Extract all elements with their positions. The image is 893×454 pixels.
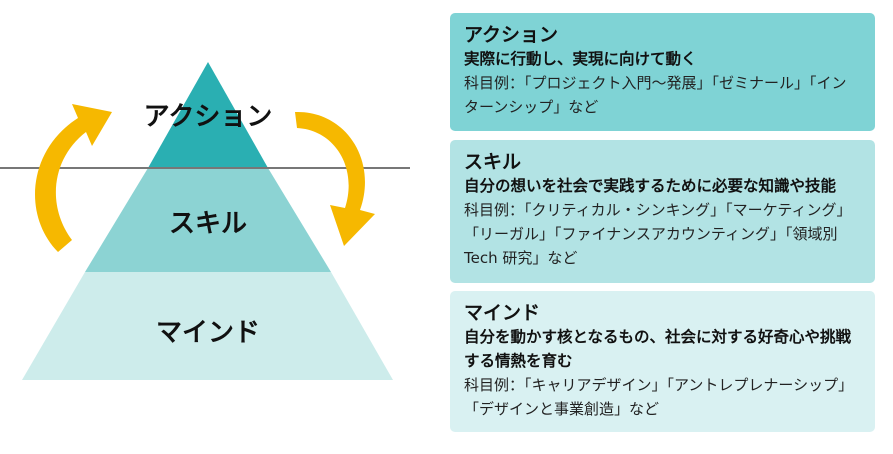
card-skill: スキル 自分の想いを社会で実践するために必要な知識や技能 科目例：「クリティカル… (450, 140, 875, 283)
pyramid-level-mind (22, 272, 393, 380)
cycle-arrow-down-icon (295, 111, 375, 247)
pyramid-level-action (148, 62, 268, 168)
card-mind: マインド 自分を動かす核となるもの、社会に対する好奇心や挑戦する情熱を育む 科目… (450, 291, 875, 432)
card-title: スキル (464, 151, 522, 173)
pyramid-graphic (0, 62, 410, 380)
card-examples: 科目例：「キャリアデザイン」「アントレプレナーシップ」「デザインと事業創造」など (464, 376, 854, 418)
card-lead: 実際に行動し、実現に向けて動く (464, 50, 697, 68)
pyramid-diagram: アクション スキル マインド (0, 0, 440, 450)
pyramid-label-mind: マインド (155, 318, 260, 348)
card-examples: 科目例：「クリティカル・シンキング」「マーケティング」「リーガル」「ファイナンス… (464, 201, 852, 267)
card-action: アクション 実際に行動し、実現に向けて動く 科目例：「プロジェクト入門～発展」「… (450, 13, 875, 131)
card-lead: 自分を動かす核となるもの、社会に対する好奇心や挑戦する情熱を育む (464, 328, 852, 370)
pyramid-label-action: アクション (143, 102, 273, 132)
card-examples: 科目例：「プロジェクト入門～発展」「ゼミナール」「インターンシップ」など (464, 74, 847, 116)
pyramid-label-skill: スキル (168, 209, 247, 239)
card-title: アクション (464, 24, 559, 46)
card-lead: 自分の想いを社会で実践するために必要な知識や技能 (464, 177, 837, 195)
pyramid-level-skill (85, 168, 331, 272)
cycle-arrow-up-icon (35, 104, 112, 252)
card-title: マインド (464, 302, 541, 324)
